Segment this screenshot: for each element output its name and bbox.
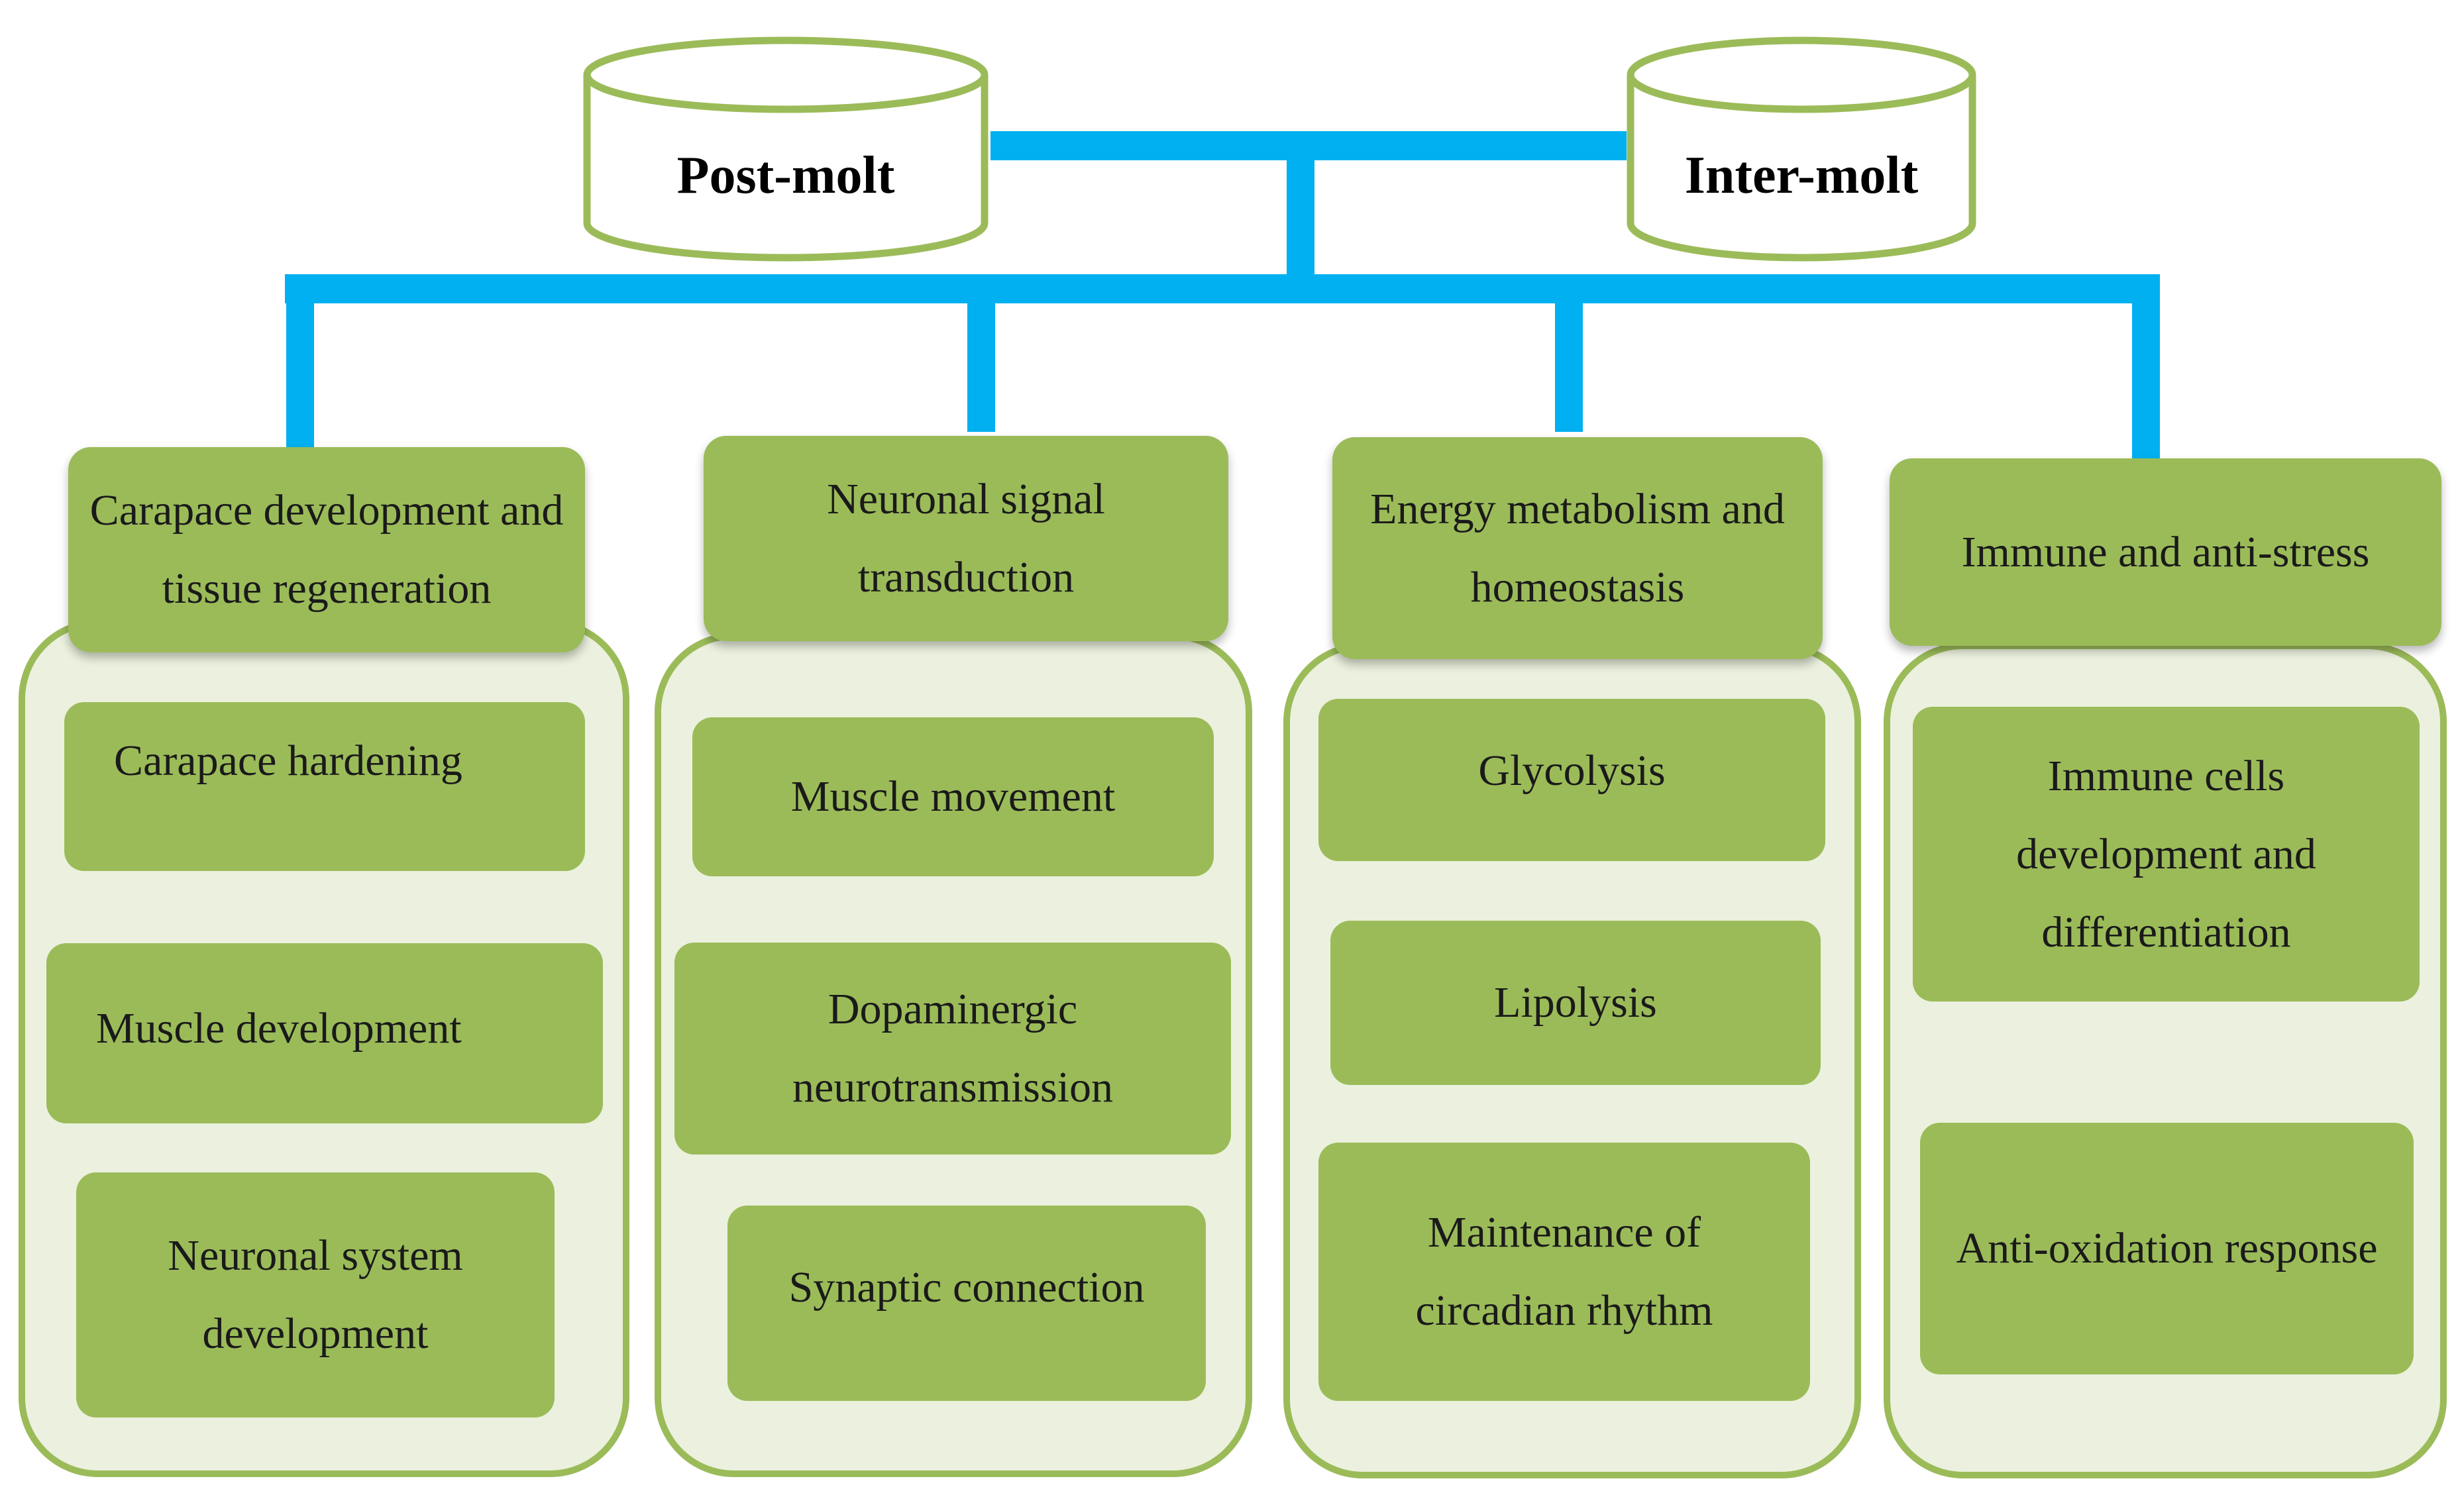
item-muscle-development: Muscle development: [46, 943, 603, 1123]
cylinder-shape: [1627, 36, 1976, 262]
item-synaptic-connection: Synaptic connection: [727, 1206, 1206, 1401]
item-neuronal-system-development: Neuronal system development: [76, 1172, 555, 1417]
connector-center-vertical: [1287, 160, 1314, 283]
group-header-neuronal: Neuronal signal transduction: [704, 436, 1228, 641]
connector-drop-4: [2132, 291, 2160, 460]
connector-drop-1: [286, 291, 314, 453]
connector-top-horizontal: [991, 131, 1627, 160]
item-immune-cells: Immune cells development and differentia…: [1913, 707, 2420, 1002]
inter-molt-label: Inter-molt: [1684, 146, 1919, 205]
connector-branch-horizontal: [285, 274, 2160, 303]
inter-molt-cylinder: Inter-molt: [1627, 36, 1976, 262]
group-header-immune: Immune and anti-stress: [1890, 458, 2441, 646]
group-header-energy: Energy metabolism and homeostasis: [1332, 437, 1823, 659]
post-molt-label: Post-molt: [676, 146, 895, 205]
item-glycolysis: Glycolysis: [1318, 699, 1825, 861]
connector-drop-2: [967, 291, 995, 432]
group-header-carapace: Carapace development and tissue regenera…: [68, 447, 585, 652]
item-muscle-movement: Muscle movement: [692, 717, 1214, 876]
item-circadian-rhythm: Maintenance of circadian rhythm: [1318, 1143, 1810, 1401]
item-lipolysis: Lipolysis: [1330, 921, 1821, 1085]
connector-drop-3: [1555, 291, 1583, 432]
item-anti-oxidation: Anti-oxidation response: [1920, 1123, 2414, 1374]
post-molt-cylinder: Post-molt: [583, 36, 989, 262]
cylinder-shape: [583, 36, 989, 262]
item-dopaminergic-neurotransmission: Dopaminergic neurotransmission: [674, 943, 1231, 1155]
item-carapace-hardening: Carapace hardening: [64, 702, 585, 871]
